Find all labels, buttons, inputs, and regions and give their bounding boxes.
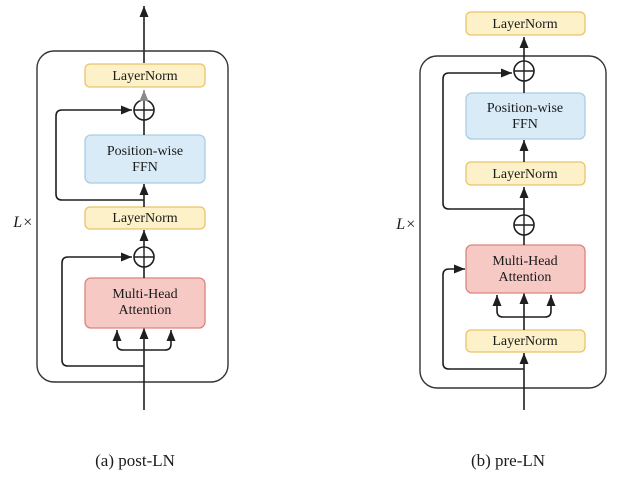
- panel-b-qkv-branch-right: [524, 295, 556, 318]
- panel-a-residual-add-cross: [134, 247, 154, 267]
- panel-a-post-ln: L× Multi-Head Attention LayerNorm Positi…: [12, 6, 229, 470]
- panel-a-multi-head-attention-block: [84, 277, 206, 329]
- panel-b-ffn-label-line1: Position-wise: [487, 101, 563, 116]
- panel-a-qkv-branch-right: [144, 330, 176, 351]
- panel-b-ffn-label-line2: FFN: [512, 117, 538, 132]
- panel-b-loop-box: [419, 55, 607, 389]
- panel-b-mha-skip-connection: [442, 264, 524, 370]
- panel-b-layernorm-middle-label: LayerNorm: [492, 167, 557, 182]
- panel-b-mha-label-line1: Multi-Head: [492, 254, 557, 269]
- panel-a-ffn-label-line2: FFN: [132, 160, 158, 175]
- panel-a-layernorm-lower-label: LayerNorm: [112, 211, 177, 226]
- panel-a-mha-label-line2: Attention: [119, 303, 172, 318]
- panel-b-layernorm-bottom-block: [465, 329, 586, 353]
- panel-b-layernorm-output-label: LayerNorm: [492, 17, 557, 32]
- panel-a-ffn-skip-connection: [55, 105, 144, 201]
- panel-a-loop-box: [36, 50, 229, 383]
- panel-b-ffn-skip-connection: [442, 68, 524, 210]
- panel-b-loop-label: L×: [395, 216, 416, 233]
- panel-a-mha-skip-connection: [61, 252, 144, 367]
- panel-a-residual-add-top-cross: [134, 100, 154, 120]
- panel-b-pre-ln: L× LayerNorm Multi-Head Attention LayerN…: [395, 11, 607, 470]
- panel-b-caption: (b) pre-LN: [471, 451, 545, 470]
- panel-b-residual-add-cross: [514, 215, 534, 235]
- panel-a-qkv-branch-left: [112, 330, 144, 351]
- panel-b-layernorm-output-block: [465, 11, 586, 36]
- panel-a-mha-label-line1: Multi-Head: [112, 287, 177, 302]
- panel-b-position-wise-ffn-block: [465, 92, 586, 140]
- panel-b-layernorm-middle-block: [465, 161, 586, 186]
- panel-a-ffn-label-line1: Position-wise: [107, 144, 183, 159]
- panel-b-residual-add-top-cross: [514, 61, 534, 81]
- panel-a-caption: (a) post-LN: [95, 451, 175, 470]
- panel-b-qkv-branch-left: [492, 295, 524, 318]
- panel-a-position-wise-ffn-block: [84, 134, 206, 184]
- panel-a-layernorm-lower-block: [84, 206, 206, 230]
- panel-a-layernorm-top-label: LayerNorm: [112, 69, 177, 84]
- panel-b-layernorm-bottom-label: LayerNorm: [492, 334, 557, 349]
- panel-b-multi-head-attention-block: [465, 244, 586, 294]
- panel-a-loop-label: L×: [12, 214, 33, 231]
- panel-b-mha-label-line2: Attention: [499, 270, 552, 285]
- panel-a-layernorm-top-block: [84, 63, 206, 88]
